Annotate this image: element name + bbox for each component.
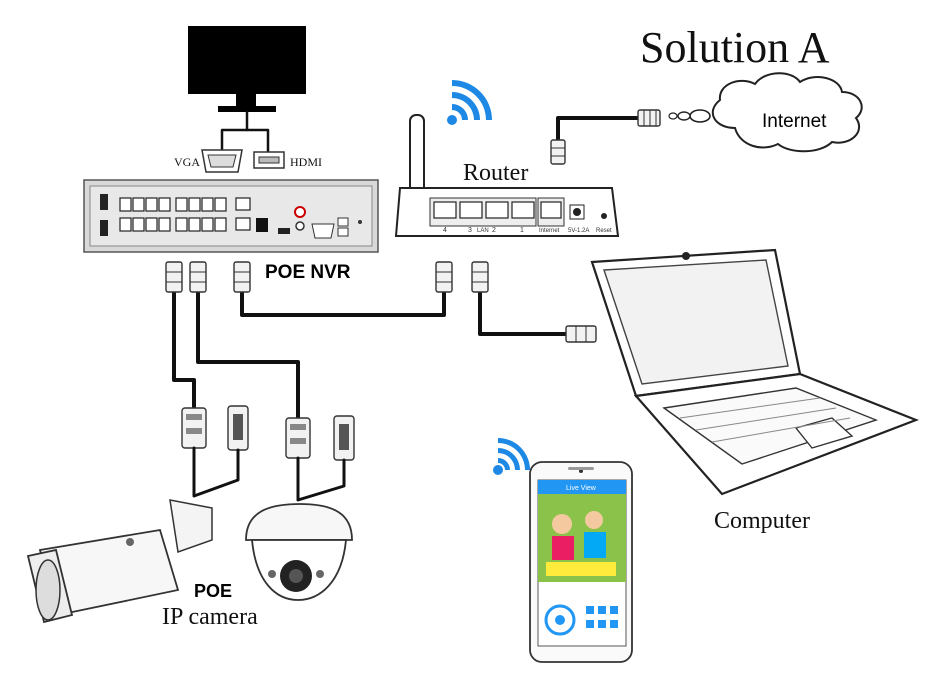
monitor-icon: [188, 26, 306, 112]
nvr-port: [132, 217, 145, 232]
nvr-port: [119, 197, 132, 212]
hdmi-connector: [253, 151, 285, 169]
hdmi-label: HDMI: [290, 155, 322, 169]
nvr-port: [214, 197, 227, 212]
nvr-port: [201, 197, 214, 212]
camera-label-ip: IP camera: [162, 604, 258, 630]
camera-label-poe: POE: [194, 581, 232, 601]
nvr-port: [175, 197, 188, 212]
nvr-port: [119, 217, 132, 232]
router-port-4: 4: [443, 227, 447, 234]
laptop-icon: [590, 248, 920, 496]
cable-nvr-camera-dome: [196, 288, 300, 422]
nvr-port: [145, 197, 158, 212]
nvr-poe-ports: [119, 197, 227, 232]
poe-nvr: [83, 179, 379, 253]
vga-label: VGA: [174, 155, 200, 169]
nvr-port: [158, 217, 171, 232]
cable-nvr-camera-bullet: [172, 288, 196, 412]
nvr-port: [214, 217, 227, 232]
cable-monitor-vga: [220, 110, 249, 152]
rj45-connectors: [165, 261, 597, 343]
cloud-icon: [668, 72, 863, 153]
connector-internet-b: [550, 139, 566, 165]
router: [394, 114, 620, 237]
cable-router-internet: [556, 116, 640, 154]
nvr-port: [132, 197, 145, 212]
wifi-icon: [447, 80, 492, 125]
nvr-port: [145, 217, 158, 232]
router-label: Router: [463, 160, 528, 186]
cable-monitor-hdmi: [245, 128, 270, 154]
nvr-label: POE NVR: [265, 262, 351, 283]
camera-couplers: [181, 405, 355, 461]
internet-label: Internet: [762, 111, 827, 132]
phone-header-label: Live View: [566, 485, 597, 492]
wifi-icon: [493, 438, 530, 475]
nvr-port: [158, 197, 171, 212]
computer-label: Computer: [714, 508, 810, 534]
router-port-2: 2: [492, 227, 496, 234]
cable-router-laptop: [478, 288, 568, 336]
nvr-port: [201, 217, 214, 232]
router-port-lan: LAN: [477, 228, 489, 234]
router-port-1: 1: [520, 227, 524, 234]
vga-connector: [201, 149, 243, 173]
nvr-port: [188, 197, 201, 212]
cable-nvr-router: [240, 288, 446, 317]
connector-internet-a: [637, 109, 661, 127]
dome-camera-icon: [245, 503, 353, 601]
nvr-port: [175, 217, 188, 232]
router-reset-label: Reset: [596, 228, 612, 234]
nvr-port: [188, 217, 201, 232]
router-port-internet: Internet: [539, 228, 560, 234]
smartphone-icon: [529, 461, 633, 663]
cable-dome-tail: [296, 456, 346, 502]
diagram-title: Solution A: [640, 23, 830, 72]
router-power-label: 5V-1.2A: [568, 228, 589, 234]
router-port-3: 3: [468, 227, 472, 234]
cable-bullet-tail: [192, 446, 240, 498]
bullet-camera-icon: [26, 499, 213, 624]
